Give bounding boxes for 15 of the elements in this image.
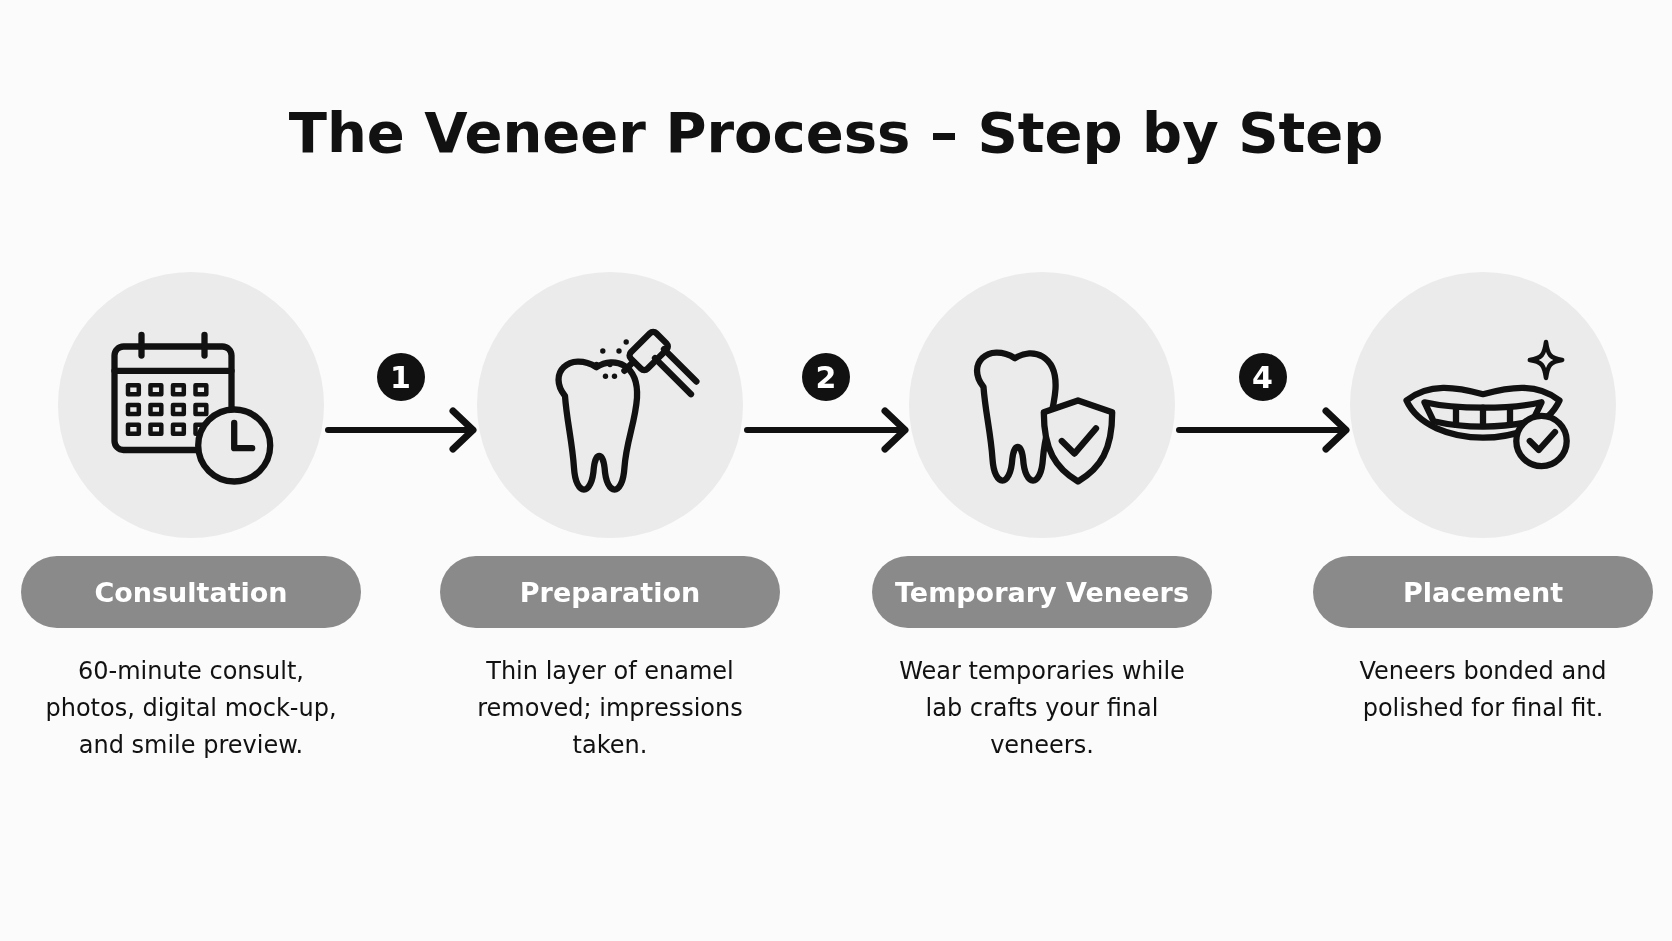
step-description: Thin layer of enamel removed; impressions taken. xyxy=(476,656,744,761)
step-label: Placement xyxy=(1313,556,1653,628)
step-number: 4 xyxy=(1238,353,1287,401)
arrow xyxy=(744,407,909,453)
arrow xyxy=(325,407,477,453)
step-label: Preparation xyxy=(440,556,780,628)
arrow xyxy=(1176,407,1350,453)
step-label: Consultation xyxy=(21,556,361,628)
step-description: 60-minute consult, photos, digital mock-up, and smile preview. xyxy=(44,656,338,761)
step-number: 2 xyxy=(802,353,850,401)
step-description: Veneers bonded and polished for final fit. xyxy=(1358,656,1608,724)
step-label: Temporary Veneers xyxy=(872,556,1212,628)
step-description: Wear temporaries while lab crafts your final veneers. xyxy=(898,656,1186,761)
title: The Veneer Process – Step by Step xyxy=(288,100,1384,165)
step-number: 1 xyxy=(376,353,425,401)
